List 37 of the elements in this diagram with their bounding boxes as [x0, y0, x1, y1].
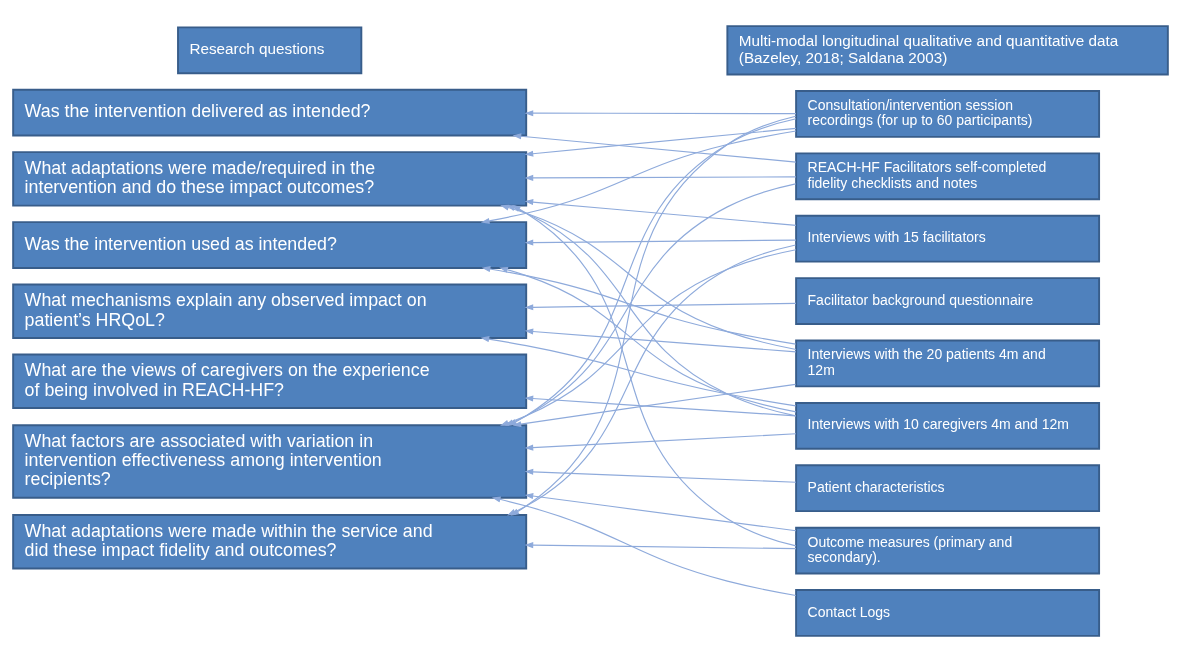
arrow	[524, 432, 797, 451]
node-box: Research questions	[177, 25, 363, 74]
arrow	[491, 495, 797, 596]
node-box: What are the views of caregivers on the experience of being involved in REACH-HF?	[12, 353, 528, 409]
node-box: What factors are associated with variation in intervention effectiveness among intervention recipients?	[12, 423, 528, 499]
node-box: Multi-modal longitudinal qualitative and quantitative data (Bazeley, 2018; Saldana 2003)	[726, 24, 1169, 75]
arrow	[524, 198, 797, 226]
arrow	[481, 265, 797, 345]
arrow	[512, 132, 797, 163]
node-box: Interviews with the 20 patients 4m and 12m	[795, 339, 1101, 387]
node-box: Patient characteristics	[795, 463, 1101, 512]
node-box: What adaptations were made/required in the intervention and do these impact outcomes?	[12, 150, 528, 207]
arrow	[500, 204, 797, 350]
node-box: Contact Logs	[795, 588, 1101, 637]
node-box: Interviews with 10 caregivers 4m and 12m	[795, 401, 1101, 450]
node-box: REACH-HF Facilitators self-completed fidelity checklists and notes	[795, 151, 1101, 200]
arrow	[480, 335, 797, 406]
arrow	[524, 302, 797, 310]
node-box: What adaptations were made within the service and did these impact fidelity and outcomes?	[12, 513, 528, 569]
arrow	[499, 266, 797, 412]
node-box: Facilitator background questionnaire	[795, 276, 1101, 325]
node-box: Consultation/intervention session recordings (for up to 60 participants)	[795, 89, 1101, 138]
arrow	[480, 129, 797, 224]
arrow	[524, 109, 797, 116]
arrow	[524, 174, 797, 181]
node-box: What mechanisms explain any observed impact on patient’s HRQoL?	[12, 283, 528, 339]
arrow	[524, 468, 797, 483]
node-box: Interviews with 15 facilitators	[795, 214, 1101, 263]
node-box: Outcome measures (primary and secondary).	[795, 526, 1101, 574]
arrow	[524, 541, 797, 549]
arrow	[524, 127, 797, 157]
arrow	[524, 328, 797, 352]
node-box: Was the intervention used as intended?	[12, 220, 528, 269]
arrow	[512, 383, 797, 427]
arrow	[524, 239, 797, 246]
arrow	[524, 395, 797, 416]
arrow	[524, 492, 797, 531]
